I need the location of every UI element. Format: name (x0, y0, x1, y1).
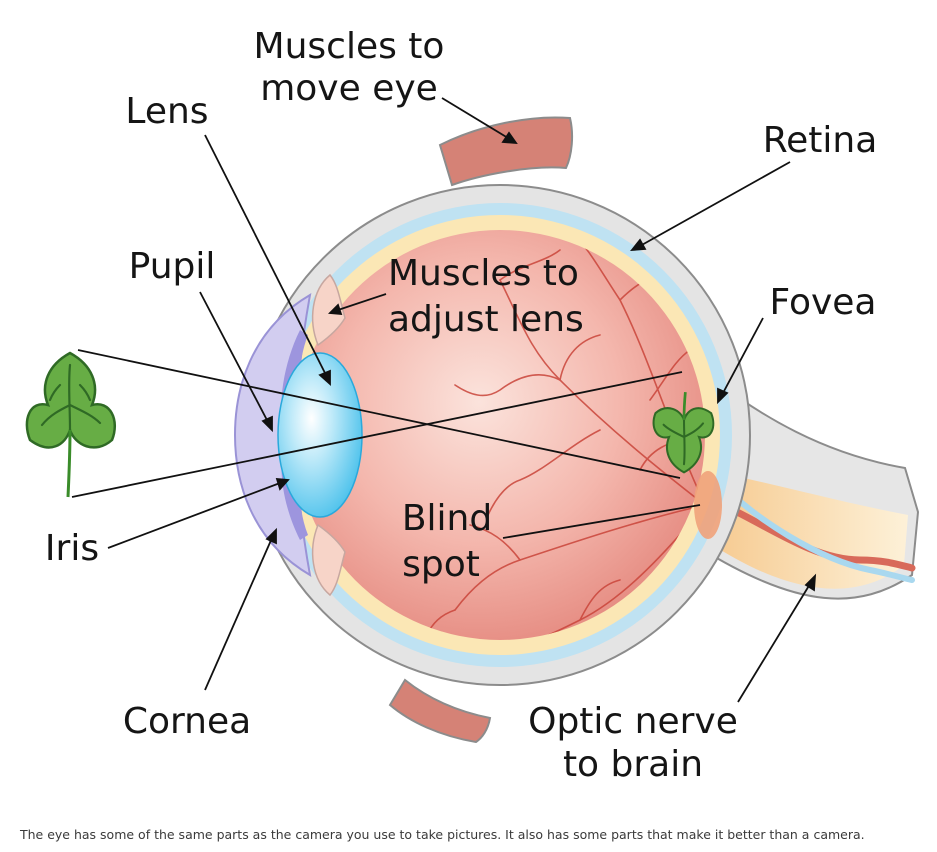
label-muscles-adjust-lens-line2: adjust lens (388, 299, 584, 340)
muscle-lower (388, 678, 492, 744)
optic-nerve-vessel-red (708, 496, 916, 572)
label-retina: Retina (763, 120, 878, 161)
lens (277, 352, 363, 518)
figure-caption: The eye has some of the same parts as th… (20, 827, 865, 842)
muscle-upper (438, 116, 574, 187)
label-muscles-move-eye-line1: Muscles to (254, 26, 445, 67)
ciliary-muscle-upper (311, 273, 346, 347)
label-fovea: Fovea (770, 282, 877, 323)
label-muscles-move-eye-line2: move eye (260, 68, 438, 109)
leader-lines (107, 97, 817, 703)
label-optic-nerve-line2: to brain (563, 744, 703, 785)
label-blind-spot-line2: spot (402, 544, 480, 585)
vitreous-body (295, 230, 705, 640)
label-cornea: Cornea (123, 701, 251, 742)
ciliary-muscle-lower (311, 523, 346, 597)
eye-anatomy-diagram: Muscles to move eye Lens Retina Pupil Mu… (25, 26, 920, 785)
label-optic-nerve-line1: Optic nerve (528, 701, 738, 742)
leaf-image-on-retina (652, 391, 715, 474)
optic-disc (694, 471, 722, 539)
label-lens: Lens (125, 91, 208, 132)
label-muscles-adjust-lens-line1: Muscles to (388, 253, 579, 294)
optic-nerve-vessel-blue (712, 475, 915, 583)
light-rays (71, 349, 683, 498)
label-iris: Iris (45, 528, 99, 569)
label-blind-spot-line1: Blind (402, 498, 492, 539)
label-pupil: Pupil (129, 246, 216, 287)
leaf-object (25, 351, 117, 498)
